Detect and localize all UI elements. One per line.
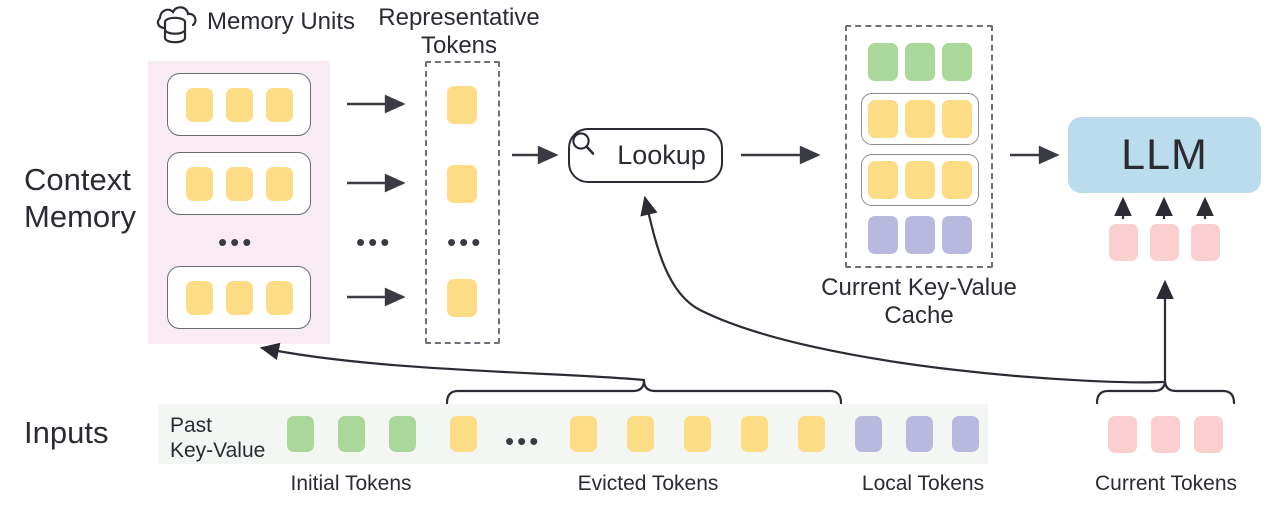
input-token-initial — [338, 416, 365, 452]
representative-token — [447, 279, 477, 317]
representative-tokens-ellipsis: ••• — [447, 227, 484, 257]
kv-token — [905, 43, 935, 81]
llm-input-token — [1109, 224, 1138, 261]
inputs-ellipsis: ••• — [505, 426, 542, 456]
representative-tokens-label: Representative Tokens — [378, 4, 540, 60]
kv-token — [868, 161, 898, 199]
lookup-button[interactable]: Lookup — [568, 128, 723, 183]
memory-token — [185, 280, 213, 315]
representative-tokens-group — [425, 61, 500, 344]
between-units-ellipsis: ••• — [356, 227, 393, 257]
memory-token — [265, 87, 293, 122]
representative-token — [447, 165, 477, 203]
llm-input-token — [1150, 224, 1179, 261]
input-token-current — [1108, 416, 1137, 453]
current-tokens-brace — [1095, 379, 1236, 405]
current-tokens-to-lookup-arrow — [640, 195, 1165, 384]
kv-token — [942, 161, 972, 199]
input-token-current — [1151, 416, 1180, 453]
lookup-label: Lookup — [617, 140, 706, 170]
kv-cache-caption: Current Key-Value Cache — [821, 274, 1017, 330]
kv-token — [905, 216, 935, 254]
input-token-initial — [287, 416, 314, 452]
input-token-evicted — [570, 416, 597, 452]
memory-token — [265, 280, 293, 315]
caption-initial-tokens: Initial Tokens — [290, 472, 412, 495]
kv-cache-group — [845, 25, 993, 268]
memory-unit[interactable] — [167, 73, 311, 136]
evicted-tokens-brace — [445, 379, 843, 405]
input-token-current — [1194, 416, 1223, 453]
llm-input-token — [1191, 224, 1220, 261]
kv-cache-row-boxed — [861, 93, 979, 145]
caption-evicted-tokens: Evicted Tokens — [577, 472, 719, 495]
memory-units-ellipsis: ••• — [218, 227, 255, 257]
memory-token — [265, 166, 293, 201]
past-key-value-label: Past Key-Value — [170, 414, 266, 462]
memory-token — [225, 280, 253, 315]
input-token-local — [855, 416, 882, 452]
kv-cache-row — [866, 43, 974, 81]
memory-token — [225, 166, 253, 201]
kv-cache-row — [866, 216, 974, 254]
representative-token — [447, 86, 477, 124]
row-label-context-memory: Context Memory — [24, 162, 136, 234]
llm-label: LLM — [1121, 130, 1208, 179]
kv-token — [868, 216, 898, 254]
input-token-evicted — [741, 416, 768, 452]
input-token-local — [952, 416, 979, 452]
kv-token — [905, 161, 935, 199]
kv-token — [942, 216, 972, 254]
input-token-initial — [389, 416, 416, 452]
memory-token — [185, 166, 213, 201]
search-icon — [572, 132, 611, 169]
kv-token — [868, 100, 898, 138]
memory-token — [185, 87, 213, 122]
memory-unit[interactable] — [167, 266, 311, 329]
cloud-database-icon — [155, 4, 201, 46]
caption-local-tokens: Local Tokens — [861, 472, 985, 495]
caption-current-tokens: Current Tokens — [1094, 472, 1238, 495]
input-token-evicted — [450, 416, 477, 452]
input-token-local — [906, 416, 933, 452]
kv-token — [868, 43, 898, 81]
kv-cache-row-boxed — [861, 154, 979, 206]
kv-token — [905, 100, 935, 138]
memory-token — [225, 87, 253, 122]
input-token-evicted — [684, 416, 711, 452]
input-token-evicted — [627, 416, 654, 452]
evicted-to-context-memory-arrow — [259, 342, 646, 382]
kv-token — [942, 43, 972, 81]
memory-unit[interactable] — [167, 152, 311, 215]
row-label-inputs: Inputs — [24, 415, 109, 450]
input-token-evicted — [798, 416, 825, 452]
kv-token — [942, 100, 972, 138]
llm-box[interactable]: LLM — [1068, 117, 1261, 193]
current-tokens-to-llm-arrows — [1114, 196, 1214, 219]
unit-to-representative-arrows — [347, 94, 406, 307]
memory-units-label: Memory Units — [207, 8, 356, 35]
